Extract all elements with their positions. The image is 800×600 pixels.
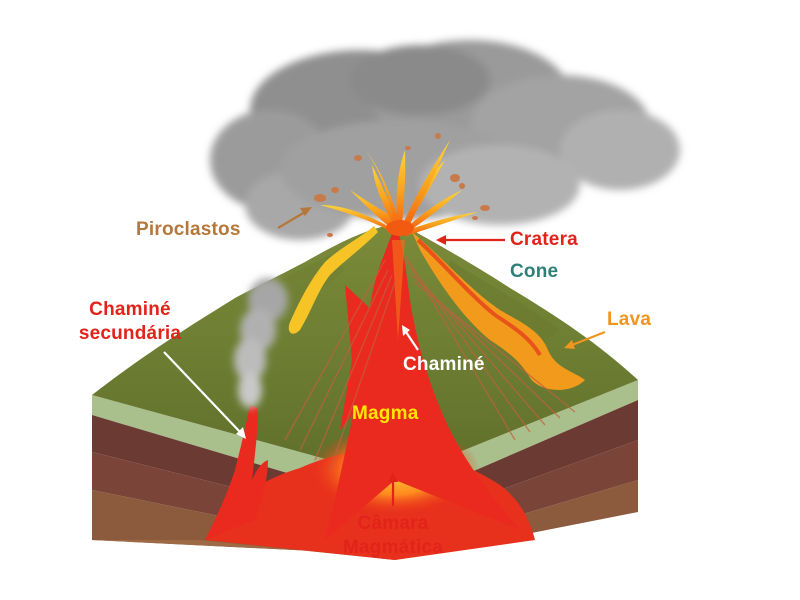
label-lava: Lava <box>607 308 651 332</box>
label-chamine-secundaria: Chaminé secundária <box>60 298 200 346</box>
ash-cloud <box>210 40 680 240</box>
label-piroclastos: Piroclastos <box>136 218 241 242</box>
label-magma: Magma <box>352 402 418 426</box>
label-chamine-secundaria-line2: secundária <box>60 322 200 346</box>
label-camara-line1: Câmara <box>318 512 468 536</box>
label-cratera: Cratera <box>510 228 578 252</box>
label-chamine-secundaria-line1: Chaminé <box>60 298 200 322</box>
label-camara-magmatica: Câmara Magmática <box>318 512 468 560</box>
arrow-cratera <box>436 235 505 245</box>
label-chamine: Chaminé <box>403 353 485 377</box>
label-camara-line2: Magmática <box>318 536 468 560</box>
label-cone: Cone <box>510 260 558 284</box>
